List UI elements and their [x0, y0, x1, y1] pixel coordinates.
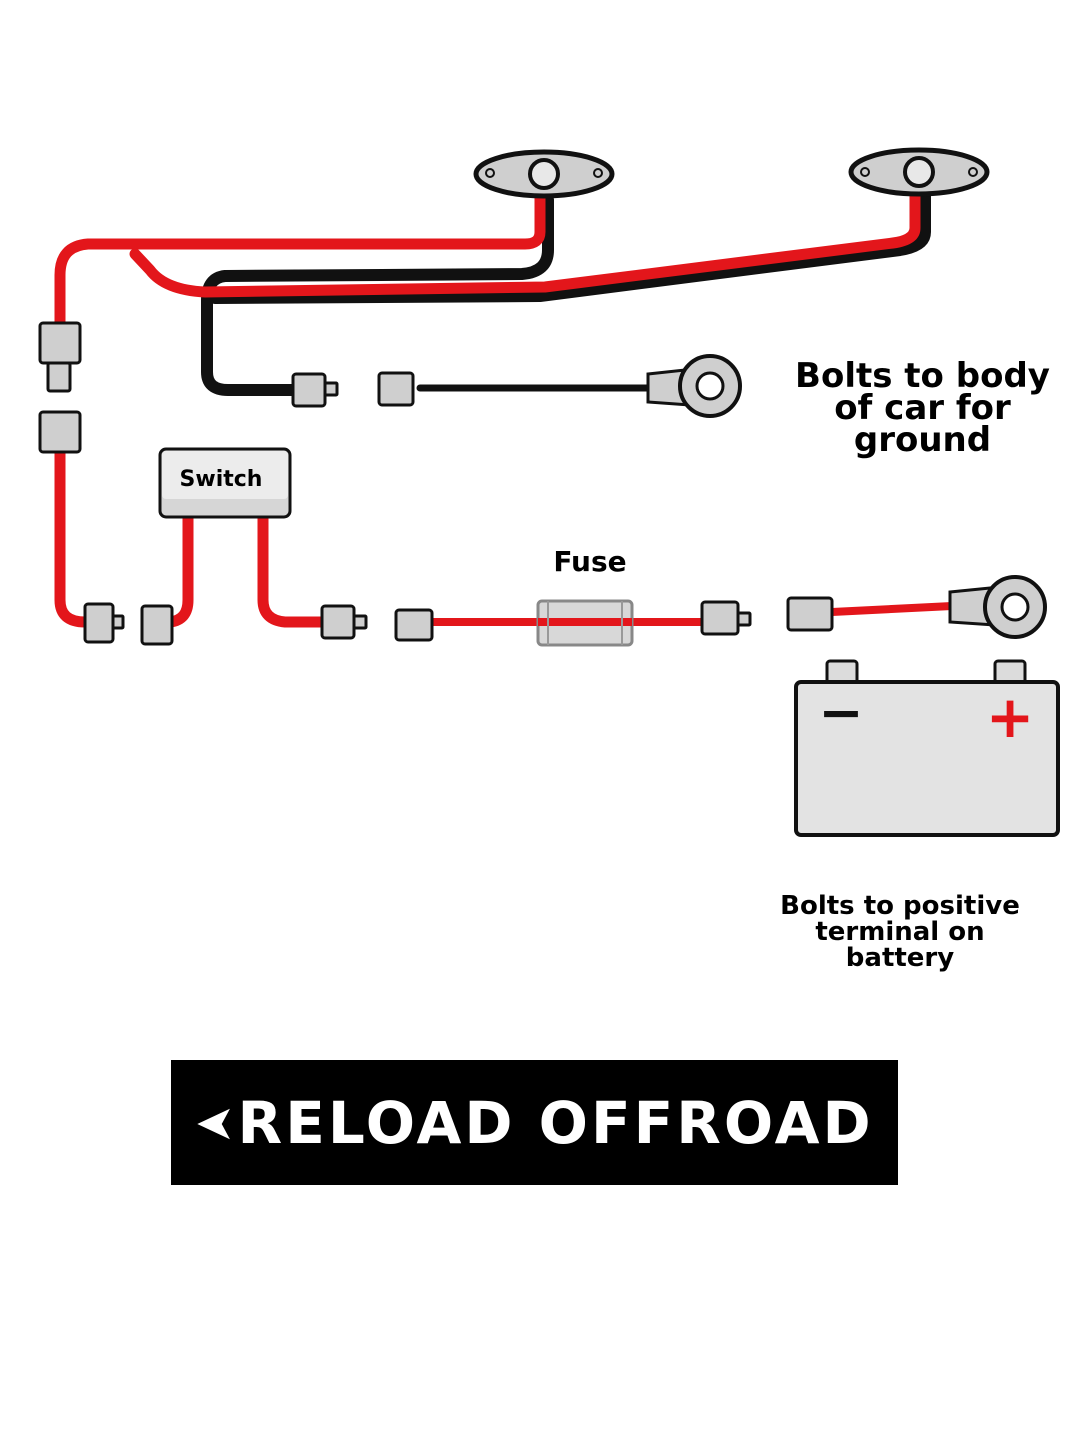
connector-left-bottom — [38, 410, 82, 454]
battery-positive-symbol: + — [985, 683, 1035, 751]
connector-ground-female — [377, 371, 415, 407]
connector-left-top-pin — [46, 361, 72, 393]
connector-switch-a — [140, 604, 174, 646]
brand-logo: ➤ RELOAD OFFROAD — [171, 1060, 898, 1185]
positive-wire-switch-in — [54, 446, 91, 628]
connector-left-top — [38, 321, 82, 365]
battery — [794, 659, 1060, 837]
connectors — [38, 321, 834, 646]
fuse-holder — [536, 599, 634, 647]
ring-terminal-battery — [948, 575, 1047, 639]
ground-wires — [201, 189, 931, 396]
connector-switch-b — [320, 604, 356, 640]
positive-wire-battery — [828, 602, 956, 616]
battery-negative-symbol: − — [818, 681, 864, 744]
brand-name: RELOAD OFFROAD — [237, 1088, 874, 1157]
connector-battery — [786, 596, 834, 632]
positive-wire-switch-b — [257, 499, 328, 628]
connector-switch-in-pin — [111, 614, 125, 630]
switch-label: Switch — [179, 467, 263, 492]
ground-wire-left-light — [201, 194, 554, 396]
fuse-label: Fuse — [553, 545, 627, 578]
connector-fuse-left — [394, 608, 434, 642]
positive-wire-left-light — [54, 192, 546, 331]
light-mount-right — [848, 147, 990, 197]
positive-wire-switch-a — [164, 499, 194, 628]
ring-terminal-ground — [646, 354, 742, 418]
switch-box — [158, 447, 292, 519]
connector-ground-male-pin — [323, 381, 339, 397]
connector-switch-in — [83, 602, 115, 644]
connector-switch-b-pin — [352, 614, 368, 630]
battery-terminal-label: Bolts to positive terminal on battery — [780, 891, 1020, 973]
ground-label: Bolts to body of car for ground — [795, 356, 1050, 460]
light-mount-left — [473, 149, 615, 199]
brand-arrow-icon: ➤ — [195, 1094, 236, 1151]
ground-wire-right-light — [209, 189, 931, 304]
connector-fuse-right — [700, 600, 740, 636]
connector-ground-male — [291, 372, 327, 408]
positive-wire-right-light — [129, 189, 921, 298]
connector-fuse-right-pin — [736, 611, 752, 627]
